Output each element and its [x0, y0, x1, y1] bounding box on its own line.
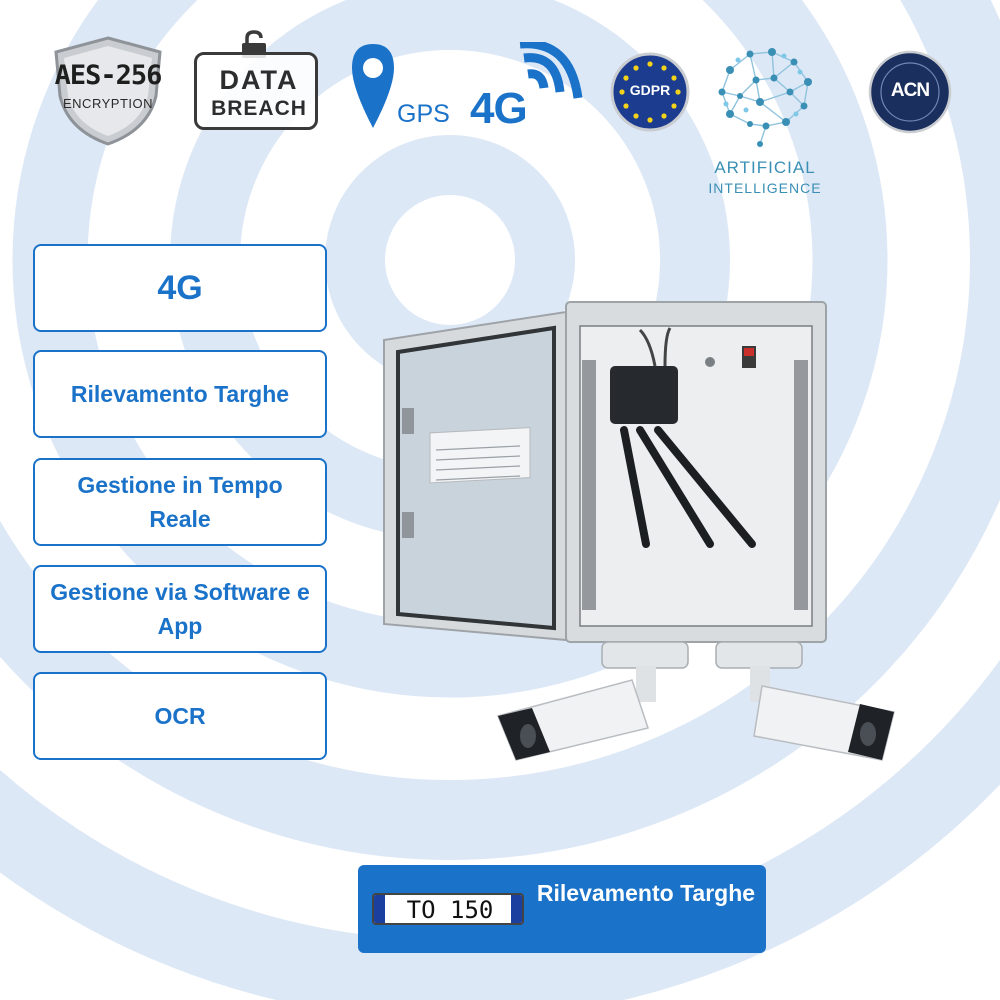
gdpr-badge: GDPR — [610, 52, 690, 132]
plate-recognition-banner: TO 150 RE Rilevamento Targhe — [358, 865, 766, 953]
acn-seal-icon — [868, 50, 952, 134]
feature-software-app-management: Gestione via Software e App — [33, 565, 327, 653]
feature-real-time-management: Gestione in Tempo Reale — [33, 458, 327, 546]
license-plate-text: TO 150 RE — [406, 896, 494, 924]
signal-waves-icon — [519, 42, 583, 99]
router-icon — [610, 366, 678, 424]
artificial-intelligence-badge: ARTIFICIAL INTELLIGENCE — [700, 40, 830, 200]
breach-line-1: DATA — [219, 65, 299, 95]
brain-network-icon — [718, 48, 812, 147]
banner-title: Rilevamento Targhe — [536, 880, 756, 906]
eu-band-right — [511, 895, 522, 923]
location-pin-icon — [352, 44, 394, 128]
gps-label: GPS — [397, 100, 450, 128]
feature-plate-recognition: Rilevamento Targhe — [33, 350, 327, 438]
data-breach-frame: DATA BREACH — [194, 52, 318, 130]
network-label: 4G — [470, 84, 528, 133]
ai-line-2: INTELLIGENCE — [708, 180, 822, 196]
gps-4g-badge: GPS 4G — [350, 42, 585, 133]
product-enclosure-image — [383, 301, 895, 761]
ai-line-1: ARTIFICIAL — [714, 158, 816, 177]
acn-label: ACN — [890, 80, 930, 101]
door-label — [429, 427, 531, 484]
aes-subtitle: ENCRYPTION — [63, 96, 153, 111]
eu-stars-icon — [610, 52, 690, 132]
feature-ocr: OCR — [33, 672, 327, 760]
camera-right-icon — [753, 685, 895, 761]
shield-icon — [54, 36, 162, 146]
license-plate: TO 150 RE — [372, 893, 524, 925]
feature-4g: 4G — [33, 244, 327, 332]
acn-seal: ACN — [868, 50, 952, 134]
camera-left-icon — [496, 679, 649, 761]
eu-band-left — [374, 895, 385, 923]
aes-title: AES-256 — [54, 60, 163, 91]
antennas — [620, 426, 756, 548]
data-breach-badge: DATA BREACH — [192, 30, 320, 132]
gdpr-label: GDPR — [629, 82, 671, 98]
breach-line-2: BREACH — [211, 97, 307, 120]
aes-256-badge: AES-256 ENCRYPTION — [48, 34, 168, 146]
